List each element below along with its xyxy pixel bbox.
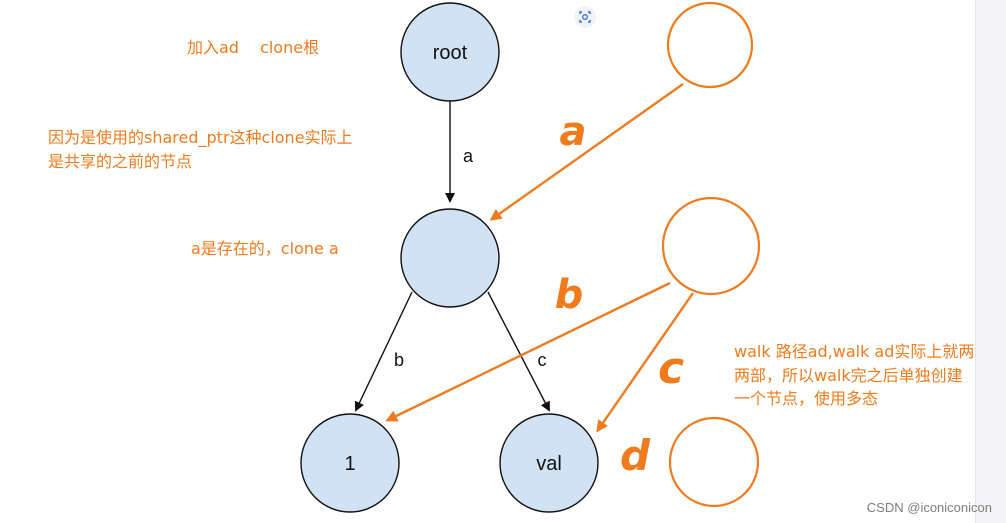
node-root — [400, 2, 500, 102]
edge-c-label: c — [538, 350, 547, 370]
note-add-ad: 加入ad clone根 — [187, 38, 319, 57]
watermark: CSDN @iconiconicon — [866, 500, 992, 515]
right-scroll-strip[interactable] — [975, 0, 1006, 523]
node-val-label: val — [536, 453, 562, 475]
note-walk-line2: 两部，所以walk完之后单独创建 — [734, 366, 963, 385]
edge-b-label: b — [394, 350, 404, 370]
handwritten-d: d — [620, 431, 651, 480]
tree-edges — [354, 101, 550, 412]
edge-mid-to-one — [354, 291, 413, 412]
note-shared-ptr-line2: 是共享的之前的节点 — [48, 152, 192, 171]
node-root-label: root — [433, 42, 468, 64]
scan-icon[interactable] — [574, 6, 596, 28]
new-node-2 — [661, 196, 761, 296]
edge-a-label: a — [463, 146, 474, 166]
orange-arrow-c — [596, 292, 694, 433]
tree-nodes — [300, 2, 599, 513]
new-node-3 — [668, 416, 760, 508]
note-clone-a: a是存在的，clone a — [191, 239, 339, 258]
edge-mid-to-val — [487, 291, 550, 412]
handwritten-c: c — [658, 343, 684, 394]
note-shared-ptr-line1: 因为是使用的shared_ptr这种clone实际上 — [48, 128, 353, 148]
orange-arrow-a — [489, 83, 684, 221]
new-node-1 — [666, 1, 754, 89]
note-walk-line3: 一个节点，使用多态 — [734, 389, 878, 408]
orange-arrows — [385, 83, 694, 433]
node-one-label: 1 — [344, 453, 355, 475]
node-mid — [400, 208, 500, 308]
node-val — [499, 413, 599, 513]
handwritten-b: b — [555, 272, 584, 318]
orange-new-nodes — [661, 1, 761, 508]
handwritten-a: a — [560, 109, 587, 155]
node-one — [300, 413, 400, 513]
note-walk-line1: walk 路径ad,walk ad实际上就两 — [734, 342, 974, 361]
orange-arrow-b — [385, 281, 671, 422]
